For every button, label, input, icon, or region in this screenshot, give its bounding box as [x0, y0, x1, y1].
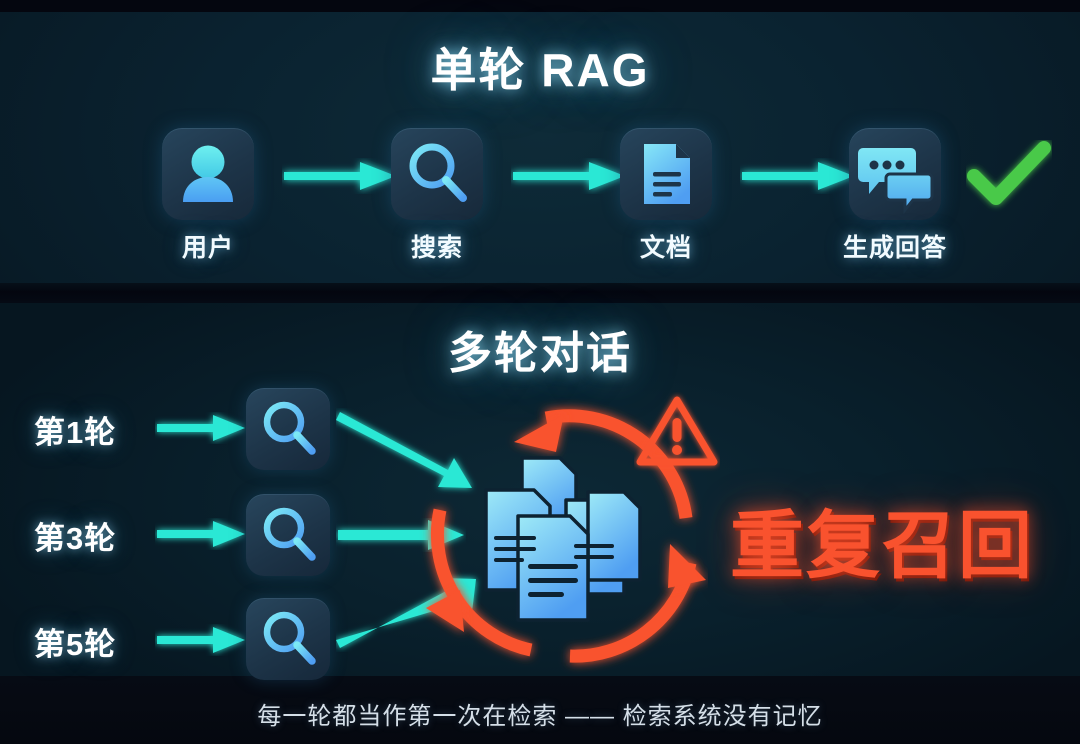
footnote-band — [0, 676, 1080, 744]
arrow-right-icon — [157, 627, 245, 653]
magnifier-icon — [409, 143, 467, 202]
step-tile-search — [391, 128, 483, 220]
footnote-text: 每一轮都当作第一次在检索 —— 检索系统没有记忆 — [257, 703, 823, 730]
document-icon — [644, 144, 690, 204]
round-label-3: 第3轮 — [34, 521, 117, 556]
chat-bubbles-icon — [858, 148, 934, 215]
arrow-diagonal-down-icon — [336, 412, 472, 488]
round-tile-search-1 — [246, 388, 330, 470]
arrow-diagonal-up-icon — [336, 578, 476, 648]
top-edge-band — [0, 0, 1080, 12]
single-turn-title: 单轮 RAG — [430, 44, 650, 96]
person-icon — [183, 145, 233, 202]
arrow-right-icon — [157, 521, 245, 547]
step-tile-document — [620, 128, 712, 220]
circular-arrows-loop-icon — [426, 409, 706, 663]
step-tile-user — [162, 128, 254, 220]
magnifier-icon — [263, 507, 316, 561]
step-label-search: 搜索 — [410, 234, 463, 262]
step-label-answer: 生成回答 — [842, 234, 947, 262]
round-tile-search-5 — [246, 598, 330, 680]
arrow-right-icon — [284, 162, 396, 190]
round-label-1: 第1轮 — [34, 415, 117, 450]
round-tile-search-3 — [246, 494, 330, 576]
section-divider — [0, 283, 1080, 303]
arrow-right-icon — [742, 162, 854, 190]
duplicate-recall-highlight: 重复召回 — [730, 504, 1034, 587]
document-stack-icon — [484, 456, 642, 622]
multi-turn-title: 多轮对话 — [448, 329, 632, 378]
step-label-user: 用户 — [181, 234, 234, 262]
step-label-document: 文档 — [639, 234, 692, 262]
arrow-right-icon — [157, 415, 245, 441]
round-label-5: 第5轮 — [34, 627, 117, 662]
warning-triangle-icon — [636, 396, 718, 466]
arrow-right-icon — [513, 162, 625, 190]
magnifier-icon — [263, 611, 316, 665]
step-tile-answer — [849, 128, 941, 220]
magnifier-icon — [263, 401, 316, 455]
check-icon — [967, 141, 1051, 205]
